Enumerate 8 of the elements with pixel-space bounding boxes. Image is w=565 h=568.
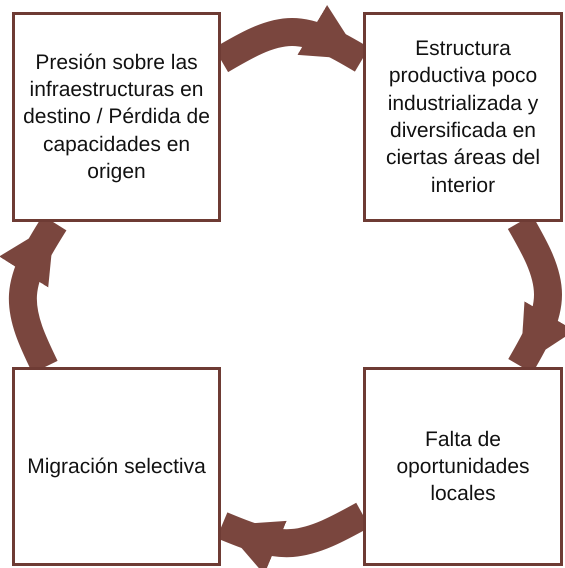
box-text: Presión sobre las infraestructuras en destino / Pérdida de capacidades en origen [22, 50, 211, 185]
process-box [12, 12, 221, 222]
process-box [363, 367, 563, 566]
box-text: Estructura productiva poco industrializada y diversificada en ciertas áreas del interior [384, 36, 542, 199]
process-box [363, 12, 563, 222]
box-text: Falta de oportunidades locales [395, 426, 531, 508]
box-text: Migración selectiva [27, 454, 206, 480]
process-box [12, 367, 221, 566]
